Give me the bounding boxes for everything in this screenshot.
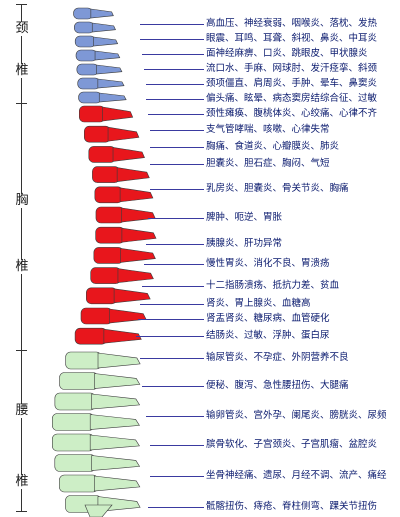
leader-line [140, 24, 204, 25]
leader-line [140, 39, 204, 40]
symptom-label: 面神经麻痹、口炎、跳眼皮、甲状腺炎 [206, 48, 368, 59]
leader-line [148, 507, 204, 508]
symptom-label: 输尿管炎、不孕症、外阴营养不良 [206, 352, 349, 363]
vertebra-lumbar-26 [59, 474, 141, 493]
symptom-label: 输卵管炎、宫外孕、阑尾炎、膀胱炎、尿频 [206, 410, 387, 421]
leader-line [144, 69, 204, 70]
symptom-label: 肾盂肾炎、糖尿病、血管硬化 [206, 313, 330, 324]
vertebra-cervical-2 [74, 21, 116, 34]
symptom-label: 胸痛、食道炎、心瓣膜炎、肺炎 [206, 141, 340, 152]
leader-line [136, 336, 204, 337]
symptom-label: 骶髂扭伤、痔疮、脊柱侧弯、踝关节扭伤 [206, 501, 378, 512]
symptom-label: 颈性瘫痪、腹桃体炎、心绞痛、心律不齐 [206, 108, 378, 119]
thoracic-label-1: 胸 [12, 194, 32, 208]
leader-line [144, 264, 204, 265]
vertebra-cervical-3 [74, 35, 119, 48]
symptom-label: 颈项僵直、肩周炎、手肿、晕车、鼻窦炎 [206, 78, 378, 89]
coccyx [84, 504, 113, 517]
leader-line [146, 416, 204, 417]
vertebra-thoracic-14 [95, 226, 157, 244]
vertebra-lumbar-20 [65, 351, 141, 370]
vertebra-cervical-1 [73, 7, 114, 20]
thoracic-label-2: 椎 [12, 260, 32, 274]
vertebra-cervical-5 [76, 63, 123, 76]
leader-line [148, 218, 204, 219]
cervical-label-1: 颈 [12, 22, 32, 36]
vertebra-thoracic-16 [90, 267, 154, 284]
leader-line [140, 304, 204, 305]
symptom-label: 结肠炎、过敏、浮肿、蛋白尿 [206, 330, 330, 341]
symptom-label: 胰腺炎、肝功异常 [206, 238, 283, 249]
leader-line [146, 84, 204, 85]
vertebra-lumbar-21 [59, 372, 141, 390]
leader-line [146, 99, 204, 100]
vertebra-thoracic-11 [92, 166, 150, 183]
vertebra-thoracic-9 [84, 125, 140, 143]
vertebra-cervical-6 [77, 77, 125, 90]
symptom-label: 坐骨神经痛、遗尿、月经不调、流产、痛经 [206, 470, 387, 481]
vertebra-cervical-7 [78, 91, 127, 104]
symptom-label: 膑骨软化、子宫颈炎、子宫肌瘤、盆腔炎 [206, 439, 378, 450]
leader-line [142, 54, 204, 55]
vertebra-thoracic-15 [93, 247, 156, 264]
symptom-label: 脾肿、呃逆、胃胀 [206, 212, 283, 223]
region-axis [21, 4, 22, 512]
symptom-label: 乳房炎、胆囊炎、骨关节炎、胸痛 [206, 183, 349, 194]
leader-line [142, 286, 204, 287]
cervical-thoracic-tick [16, 103, 27, 104]
vertebra-lumbar-23 [52, 413, 140, 431]
lumbar-label-1: 腰 [12, 404, 32, 418]
symptom-label: 肾炎、胃上腺炎、血糖高 [206, 298, 311, 309]
cervical-top-tick [16, 4, 27, 5]
symptom-label: 十二指肠溃疡、抵抗力差、贫血 [206, 280, 340, 291]
symptom-label: 支气管哮喘、咳嗽、心律失常 [206, 124, 330, 135]
leader-line [150, 147, 204, 148]
symptom-label: 慢性胃炎、消化不良、胃溃疡 [206, 258, 330, 269]
leader-line [150, 445, 204, 446]
leader-line [148, 114, 204, 115]
lumbar-bottom-tick [16, 511, 27, 512]
leader-line [150, 164, 204, 165]
vertebra-thoracic-13 [95, 206, 156, 224]
vertebra-lumbar-25 [54, 454, 141, 472]
vertebra-thoracic-10 [88, 146, 145, 163]
thoracic-lumbar-tick [16, 350, 27, 351]
leader-line [138, 319, 204, 320]
symptom-label: 胆囊炎、胆石症、胸闷、气短 [206, 158, 330, 169]
lumbar-label-2: 椎 [12, 475, 32, 489]
symptom-label: 流口水、手麻、网球肘、发汗痉挛、斜颈 [206, 63, 378, 74]
leader-line [150, 189, 204, 190]
vertebra-lumbar-24 [52, 433, 140, 452]
symptom-label: 高血压、神经衰弱、咽喉炎、落枕、发热 [206, 18, 378, 29]
symptom-label: 便秘、腹泻、急性腰扭伤、大腿痛 [206, 380, 349, 391]
vertebra-lumbar-22 [54, 392, 141, 411]
symptom-label: 眼震、耳鸣、耳聋、斜视、鼻炎、中耳炎 [206, 33, 378, 44]
vertebra-thoracic-8 [79, 105, 134, 123]
vertebra-thoracic-18 [80, 307, 147, 325]
cervical-label-2: 椎 [12, 64, 32, 78]
symptom-label: 偏头痛、眩晕、病态窦房结综合征、过敏 [206, 93, 378, 104]
vertebra-thoracic-12 [94, 186, 154, 204]
leader-line [150, 130, 204, 131]
leader-line [142, 386, 204, 387]
vertebra-thoracic-17 [86, 287, 151, 305]
vertebra-thoracic-19 [74, 327, 142, 345]
leader-line [150, 476, 204, 477]
leader-line [140, 358, 204, 359]
vertebra-cervical-4 [75, 49, 121, 62]
leader-line [146, 244, 204, 245]
